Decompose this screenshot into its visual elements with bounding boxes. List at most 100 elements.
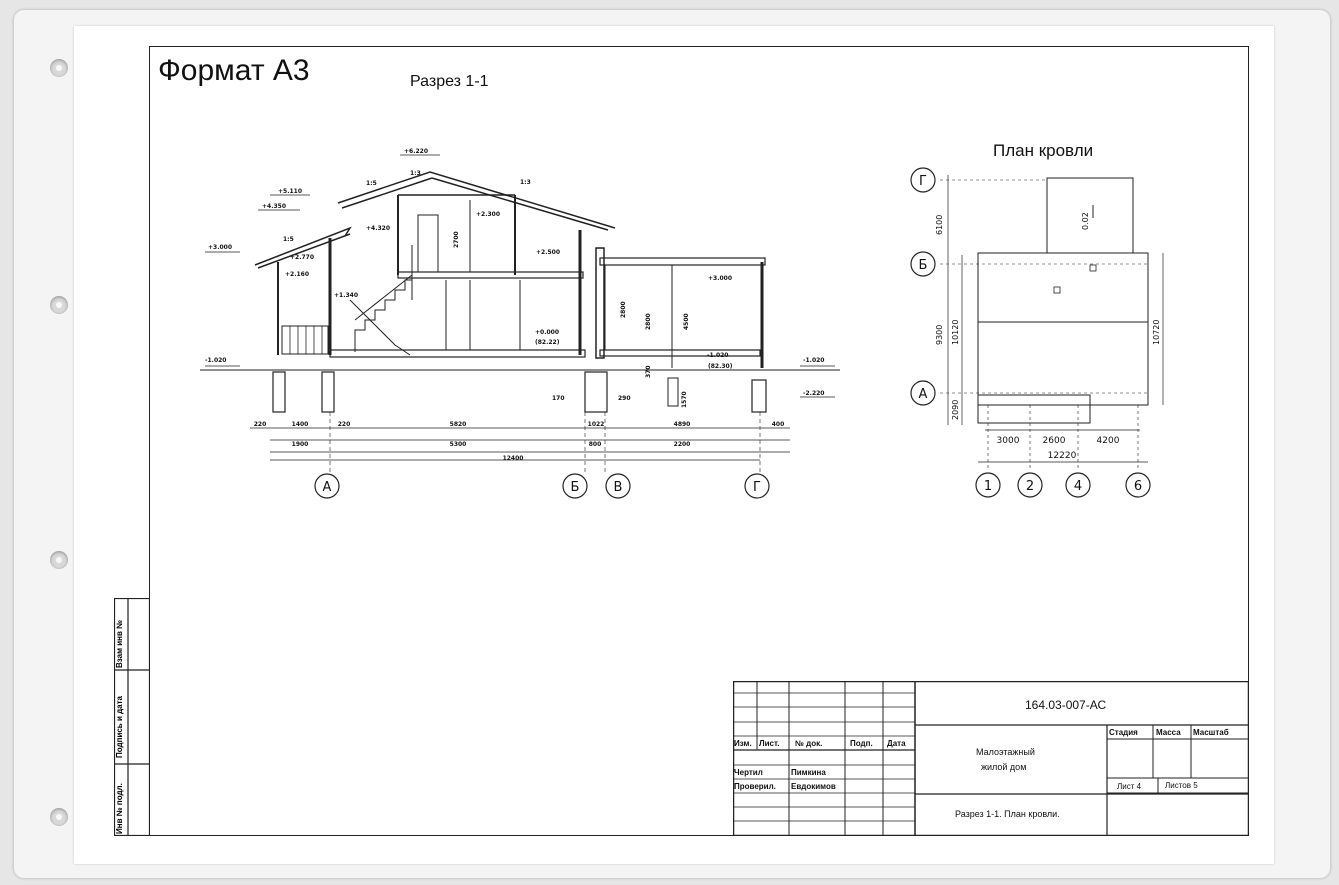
elevation-label: +2.300 — [476, 211, 500, 218]
dim-label: 1400 — [292, 421, 309, 428]
axis-bubble — [1065, 472, 1091, 498]
dim-total: 12400 — [503, 455, 524, 462]
axis-bubble — [1125, 472, 1151, 498]
elevation-label: +0.000 — [535, 329, 559, 336]
slope-label: 1:5 — [283, 236, 294, 243]
axis-label: А — [919, 387, 928, 402]
dim-label: 2200 — [674, 441, 691, 448]
dim-label: 1022 — [588, 421, 605, 428]
mass-label: Масса — [1156, 728, 1181, 737]
elevation-label: -1.020 — [707, 352, 728, 359]
binder-hole — [50, 59, 68, 77]
axis-bubble — [975, 472, 1001, 498]
axis-bubble — [910, 167, 936, 193]
abs-mark: (82.30) — [708, 363, 733, 370]
dim-label: 2600 — [1043, 436, 1066, 446]
person-name: Евдокимов — [791, 782, 836, 791]
roof-plan-title: План кровли — [993, 141, 1094, 160]
elevation-label: +4.350 — [262, 203, 286, 210]
dim-label: 5820 — [450, 421, 467, 428]
elevation-label: +5.110 — [278, 188, 302, 195]
height-label: 2800 — [645, 313, 652, 330]
axis-bubble — [314, 473, 340, 499]
axis-bubble — [1017, 472, 1043, 498]
slope-label: 1:3 — [520, 179, 531, 186]
project-name: Малоэтажный — [976, 747, 1035, 757]
elevation-label: +2.160 — [285, 271, 309, 278]
dim-total: 12220 — [1048, 451, 1077, 461]
axis-label: 2 — [1026, 479, 1034, 494]
dim-label: 4200 — [1097, 436, 1120, 446]
axis-label: 4 — [1074, 479, 1082, 494]
col-header: Дата — [887, 739, 906, 748]
title-block: 164.03-007-АС Изм. Лист. № док. Подп. Да… — [733, 681, 1249, 836]
slope-mark: 0.02 — [1081, 212, 1090, 230]
height-label: 1570 — [681, 391, 688, 408]
dim-label: 4890 — [674, 421, 691, 428]
height-label: 2700 — [453, 231, 460, 248]
height-label: 4500 — [683, 313, 690, 330]
axis-label: Г — [919, 174, 927, 189]
axis-bubble — [605, 473, 631, 499]
dim-label: 400 — [772, 421, 785, 428]
side-stamp: Инв № подл. Подпись и дата Взам инв № — [114, 598, 150, 836]
axis-bubble — [910, 380, 936, 406]
dim-label: 10720 — [1152, 320, 1161, 345]
dim-label: 220 — [338, 421, 351, 428]
sheet-name: Разрез 1-1. План кровли. — [955, 809, 1060, 819]
col-header: Изм. — [734, 739, 752, 748]
section-title: Разрез 1-1 — [410, 73, 489, 90]
axis-label: Б — [571, 480, 580, 495]
col-header: Подп. — [850, 739, 873, 748]
person-name: Пимкина — [791, 768, 826, 777]
axis-label: 1 — [984, 479, 992, 494]
elevation-label: +3.000 — [208, 244, 232, 251]
height-label: 370 — [645, 365, 652, 378]
axis-bubble — [562, 473, 588, 499]
project-name: жилой дом — [981, 762, 1027, 772]
scale-label: Масштаб — [1193, 728, 1229, 737]
dim-label: 6100 — [935, 215, 944, 235]
dim-label: 2090 — [951, 400, 960, 420]
axis-label: 6 — [1134, 479, 1142, 494]
col-header: № док. — [795, 739, 823, 748]
dim-label: 3000 — [997, 436, 1020, 446]
dim-label: 9300 — [935, 325, 944, 345]
axis-label: В — [614, 480, 623, 495]
role-label: Проверил. — [734, 782, 776, 791]
document-code: 164.03-007-АС — [1025, 698, 1107, 712]
elevation-label: -1.020 — [803, 357, 824, 364]
height-label: 290 — [618, 395, 631, 402]
side-stamp-grid — [114, 598, 150, 836]
elevation-label: +6.220 — [404, 148, 428, 155]
dim-label: 1900 — [292, 441, 309, 448]
format-title: Формат А3 — [158, 54, 310, 87]
side-stamp-label: Подпись и дата — [115, 696, 124, 758]
side-stamp-label: Инв № подл. — [115, 783, 124, 834]
side-stamp-label: Взам инв № — [115, 619, 124, 668]
dim-label: 800 — [589, 441, 602, 448]
axis-label: Б — [919, 258, 928, 273]
axis-bubble — [744, 473, 770, 499]
binder-hole — [50, 551, 68, 569]
sheets-total: Листов 5 — [1165, 781, 1198, 790]
abs-mark: (82.22) — [535, 339, 560, 346]
elevation-label: +3.000 — [708, 275, 732, 282]
drawing-sheet — [74, 26, 1274, 864]
axis-label: А — [323, 480, 332, 495]
elevation-label: +2.770 — [290, 254, 314, 261]
elevation-label: +2.500 — [536, 249, 560, 256]
dim-label: 220 — [254, 421, 267, 428]
slope-label: 1:3 — [410, 170, 421, 177]
binder-hole — [50, 808, 68, 826]
axis-label: Г — [753, 480, 761, 495]
title-block-grid — [733, 681, 1249, 836]
col-header: Лист. — [759, 739, 780, 748]
role-label: Чертил — [734, 768, 763, 777]
elevation-label: -1.020 — [205, 357, 226, 364]
elevation-label: +1.340 — [334, 292, 358, 299]
binder-hole — [50, 296, 68, 314]
dim-label: 10120 — [951, 320, 960, 345]
